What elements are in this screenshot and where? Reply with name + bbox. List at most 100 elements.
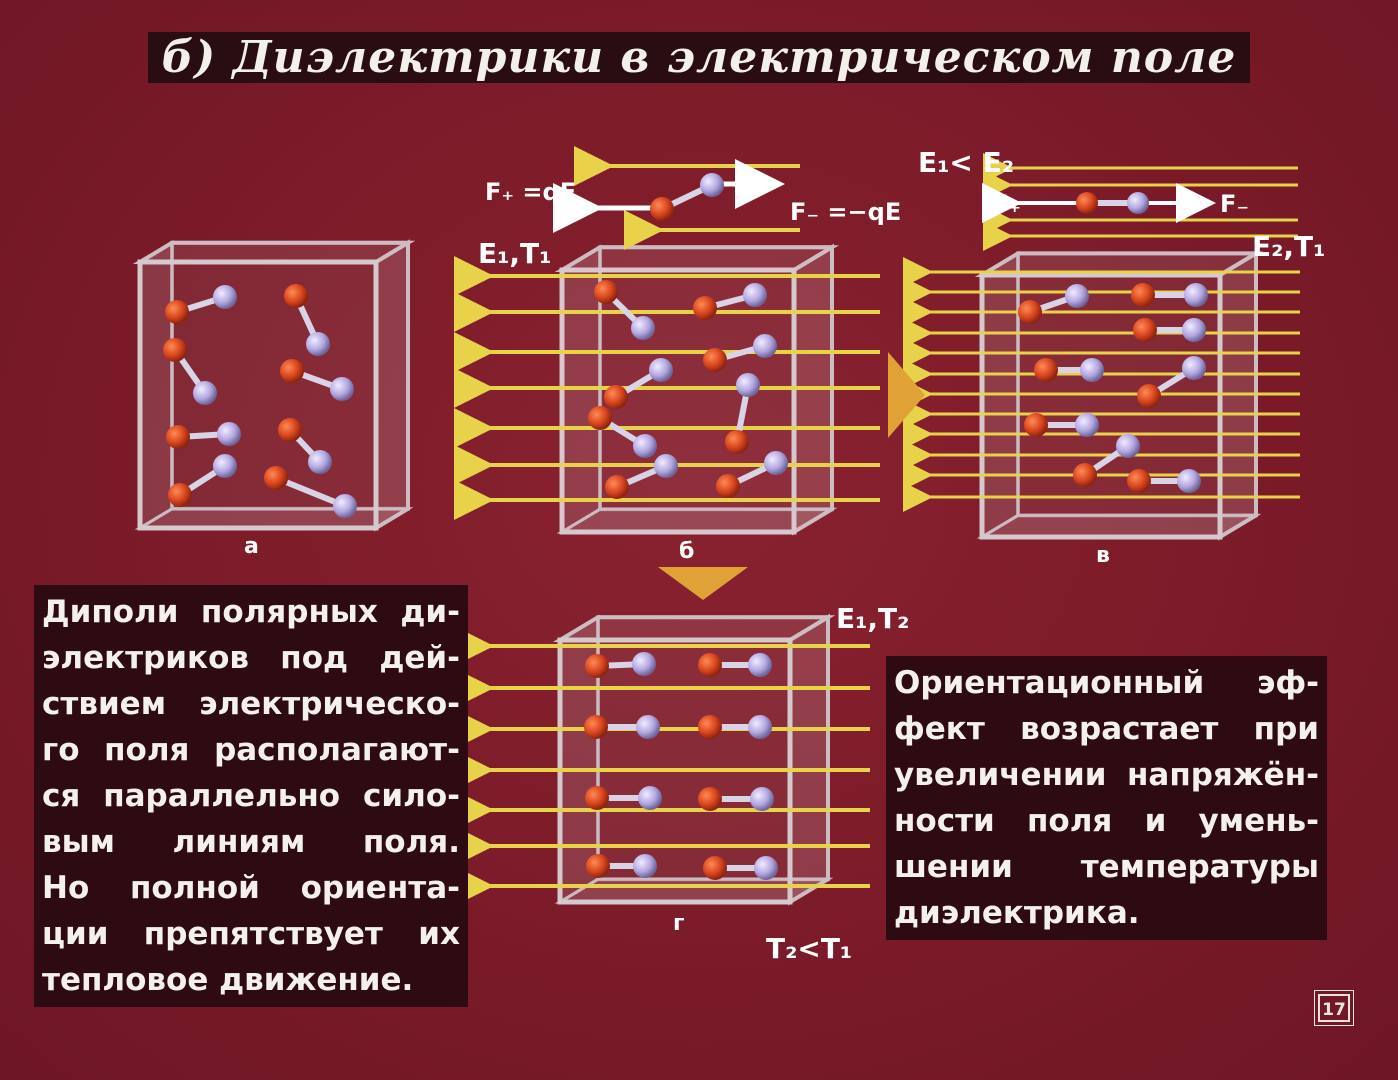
left-line: ции препятствует их — [42, 916, 460, 952]
negative-atom — [736, 373, 760, 397]
positive-atom — [584, 715, 608, 739]
right-description: Ориентационный эф- фект возрастает при у… — [886, 656, 1327, 940]
negative-atom — [1184, 283, 1208, 307]
negative-atom — [631, 316, 655, 340]
negative-atom — [754, 856, 778, 880]
negative-atom — [633, 854, 657, 878]
box-side-face — [788, 613, 830, 906]
right-line: фект возрастает при — [894, 711, 1319, 747]
left-description: Диполи полярных ди- электриков под дей- … — [34, 585, 468, 1007]
left-line: ся параллельно сило- — [42, 778, 460, 814]
positive-atom — [703, 348, 727, 372]
positive-atom — [1127, 469, 1151, 493]
negative-atom — [1065, 284, 1089, 308]
positive-atom — [1131, 283, 1155, 307]
positive-atom — [1034, 358, 1058, 382]
box-top-face — [554, 245, 840, 272]
right-line: ности поля и умень- — [894, 803, 1319, 839]
negative-atom — [743, 283, 767, 307]
panel-label-g: г — [673, 911, 685, 936]
negative-atom — [750, 787, 774, 811]
positive-atom — [284, 284, 308, 308]
positive-atom — [1024, 413, 1048, 437]
negative-atom — [638, 786, 662, 810]
negative-atom — [1182, 318, 1206, 342]
positive-atom — [166, 425, 190, 449]
positive-atom — [1018, 300, 1042, 324]
right-line: увеличении напряжён- — [894, 757, 1319, 793]
positive-atom — [725, 430, 749, 454]
positive-atom — [716, 474, 740, 498]
negative-atom — [700, 173, 724, 197]
field-lines-g — [454, 626, 870, 906]
positive-atom — [585, 786, 609, 810]
dipoles-v — [1018, 283, 1208, 493]
negative-atom — [649, 358, 673, 382]
arrow-down-icon — [658, 567, 748, 600]
positive-atom — [278, 418, 302, 442]
positive-atom — [586, 854, 610, 878]
negative-atom — [1127, 192, 1149, 214]
panel-label-b: б — [679, 539, 694, 564]
positive-atom — [1133, 318, 1157, 342]
label-f-minus: F₋ =−qE — [790, 198, 901, 226]
panel-label-a: а — [244, 534, 259, 559]
positive-atom — [698, 653, 722, 677]
positive-atom — [588, 406, 612, 430]
negative-atom — [1177, 469, 1201, 493]
positive-atom — [698, 715, 722, 739]
right-line: шении температуры — [894, 849, 1319, 885]
negative-atom — [633, 434, 657, 458]
left-line: ствием электрическо- — [42, 686, 460, 722]
positive-atom — [280, 359, 304, 383]
field-lines-b — [454, 256, 880, 520]
left-line: Диполи полярных ди- — [42, 594, 460, 630]
label-e1-t1: E₁,T₁ — [478, 237, 551, 270]
panel-label-v: в — [1096, 543, 1110, 568]
positive-atom — [168, 483, 192, 507]
slide-title: б) Диэлектрики в электрическом поле — [0, 32, 1398, 83]
slide-number-badge: 17 — [1314, 990, 1354, 1026]
left-line: Но полной ориента- — [42, 870, 460, 906]
dipoles-g — [584, 652, 778, 880]
negative-atom — [654, 454, 678, 478]
negative-atom — [217, 422, 241, 446]
field-lines-v — [903, 257, 1300, 512]
negative-atom — [753, 334, 777, 358]
positive-atom — [650, 197, 674, 221]
negative-atom — [330, 377, 354, 401]
negative-atom — [1116, 434, 1140, 458]
left-line: вым линиям поля. — [42, 824, 460, 860]
positive-atom — [703, 856, 727, 880]
box-top-face — [132, 240, 416, 264]
positive-atom — [594, 280, 618, 304]
negative-atom — [748, 653, 772, 677]
force-diagram-v — [982, 153, 1298, 251]
label-t2-lt-t1: T₂<T₁ — [766, 932, 852, 965]
slide-title-text: б) Диэлектрики в электрическом поле — [147, 32, 1251, 83]
negative-atom — [213, 454, 237, 478]
positive-atom — [585, 654, 609, 678]
positive-atom — [163, 338, 187, 362]
negative-atom — [764, 451, 788, 475]
box-top-face — [552, 615, 836, 642]
negative-atom — [636, 715, 660, 739]
negative-atom — [1075, 413, 1099, 437]
negative-atom — [632, 652, 656, 676]
negative-atom — [213, 285, 237, 309]
positive-atom — [165, 300, 189, 324]
negative-atom — [193, 381, 217, 405]
label-f-plus-short: F₊ — [992, 190, 1021, 218]
positive-atom — [604, 385, 628, 409]
label-e1-lt-e2: E₁< E₂ — [918, 146, 1014, 179]
negative-atom — [333, 494, 357, 518]
arrow-right-icon — [888, 352, 925, 438]
force-diagram-b — [553, 146, 800, 250]
negative-atom — [1080, 358, 1104, 382]
dipoles-b — [588, 280, 788, 499]
label-e2-t1: E₂,T₁ — [1252, 230, 1325, 263]
label-e1-t2: E₁,T₂ — [836, 602, 909, 635]
dipoles-a — [163, 284, 357, 518]
left-line: тепловое движение. — [42, 962, 414, 998]
